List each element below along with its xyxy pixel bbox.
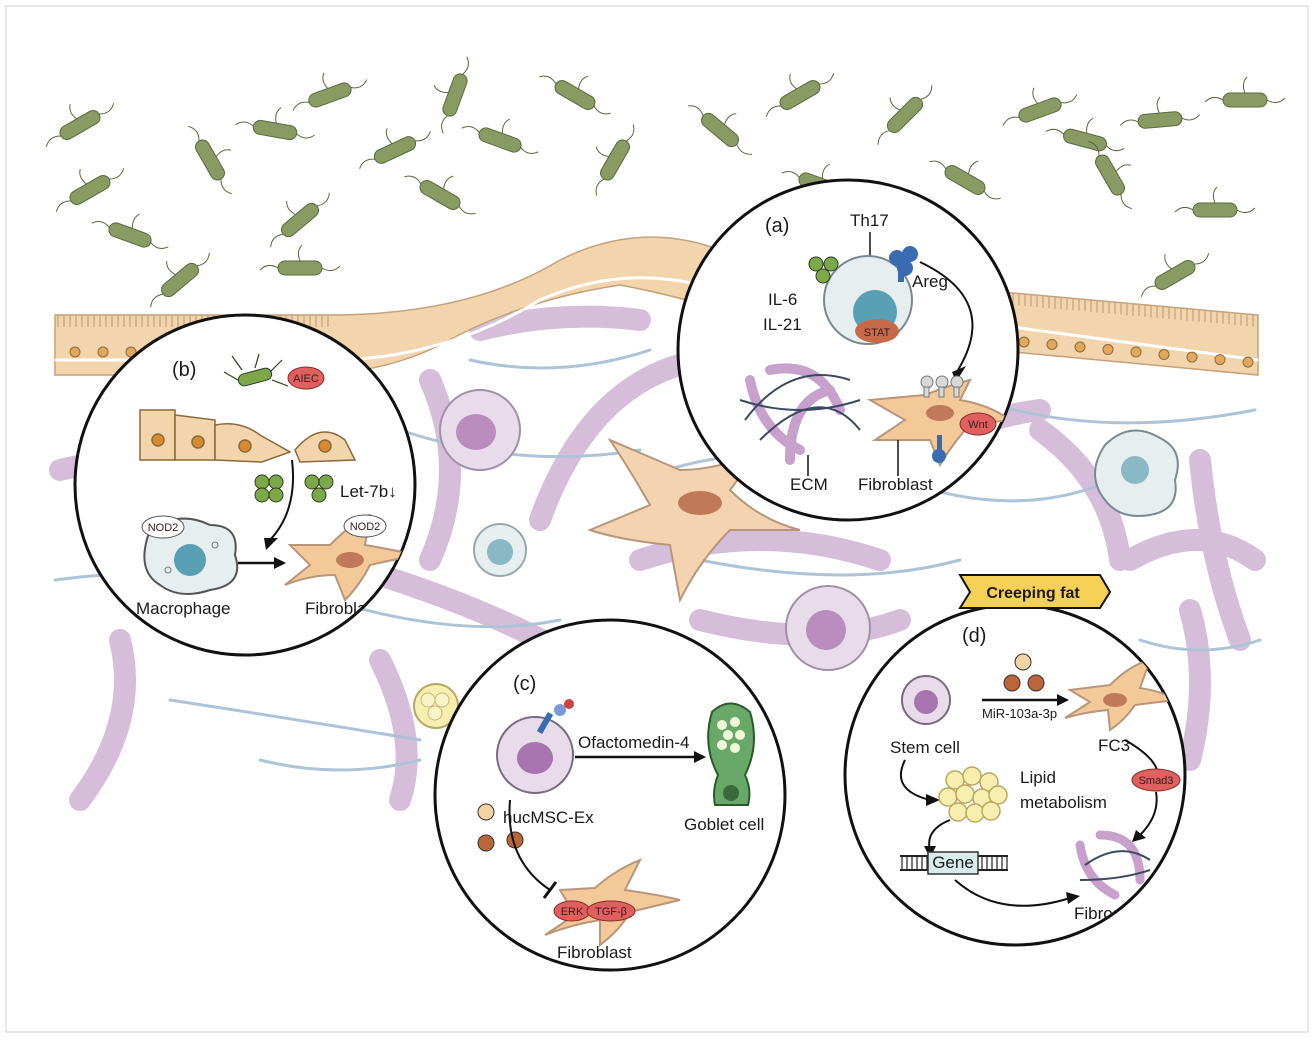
panel-c-letter: (c) [513,673,536,695]
bacterium-icon [1118,94,1200,131]
receptor-icon [921,376,963,397]
goblet-cell-icon [708,704,754,806]
bacterium-icon [135,237,216,311]
erk-label: ERK [561,906,584,918]
bacterium-icon [995,75,1080,131]
bacterium-icon [184,114,250,198]
bacterium-icon [537,55,621,121]
macrophage-label: Macrophage [136,599,231,618]
lipid-label-line2: metabolism [1020,793,1107,812]
bacterium-icon [1129,235,1213,301]
panel-d-letter: (d) [962,625,986,647]
bacterium-icon [1205,77,1285,107]
bacterium-icon [234,100,318,143]
gene-label: Gene [932,853,974,872]
bacterium-icon [90,200,175,256]
bacterium-icon [860,70,938,148]
let7b-label: Let-7b↓ [340,482,397,501]
bacterium-icon [420,50,476,135]
bacterium-icon [685,87,766,161]
panel-b-letter: (b) [172,359,196,381]
bacterium-icon [349,112,434,173]
bacterium-icon [285,60,370,116]
bacterium-icon [1175,187,1255,217]
creeping-fat-label: Creeping fat [986,585,1080,602]
il21-label: IL-21 [763,315,802,334]
lipid-label-line1: Lipid [1020,768,1056,787]
il6-label: IL-6 [768,290,797,309]
fibroblast-a-label: Fibroblast [858,475,933,494]
bacterium-icon [927,140,1011,206]
bacterium-icon [460,105,545,161]
nod2-macrophage-label: NOD2 [148,522,179,534]
aiec-label: AIEC [293,373,319,385]
bacterium-icon [260,245,340,275]
ecm-label: ECM [790,475,828,494]
goblet-cell-label: Goblet cell [684,815,764,834]
background-cell [786,586,870,670]
collagen-fiber [1190,610,1200,760]
th17-label: Th17 [850,211,889,230]
panel-b: (b) AIEC L [75,315,415,655]
fc3-label: FC3 [1098,736,1130,755]
creeping-fat-banner: Creeping fat [960,575,1110,608]
bacterium-icon [1045,107,1130,157]
nod2-fibroblast-label: NOD2 [350,521,381,533]
bacterium-icon [34,85,118,151]
stat-label: STAT [864,327,891,339]
hucmsc-label: hucMSC-Ex [503,808,594,827]
background-cell [474,524,526,576]
panel-c: (c) Ofactomedin-4 Goblet cell [435,620,785,970]
stem-cell [902,676,950,724]
smad3-label: Smad3 [1139,775,1174,787]
panel-a: (a) Th17 STAT Areg IL-6 IL-21 [678,180,1018,520]
bacterium-icon [575,114,641,198]
stem-cell-label: Stem cell [890,738,960,757]
bacterium-icon [402,155,486,221]
bacterium-icon [44,150,128,216]
ofactomedin-label: Ofactomedin-4 [578,733,690,752]
panel-a-letter: (a) [765,215,789,237]
mir-label: MiR-103a-3p [982,706,1057,721]
background-macrophage [1095,430,1178,516]
wnt-label: Wnt [968,419,988,431]
background-cell [440,390,520,470]
bacterium-icon [754,55,838,121]
panel-d: (d) Stem cell MiR-103a-3p FC3 Smad3 [845,605,1185,945]
bacterium-icon [255,177,336,251]
fibroblast-c-label: Fibroblast [557,943,632,962]
tgfb-label: TGF-β [595,906,627,918]
